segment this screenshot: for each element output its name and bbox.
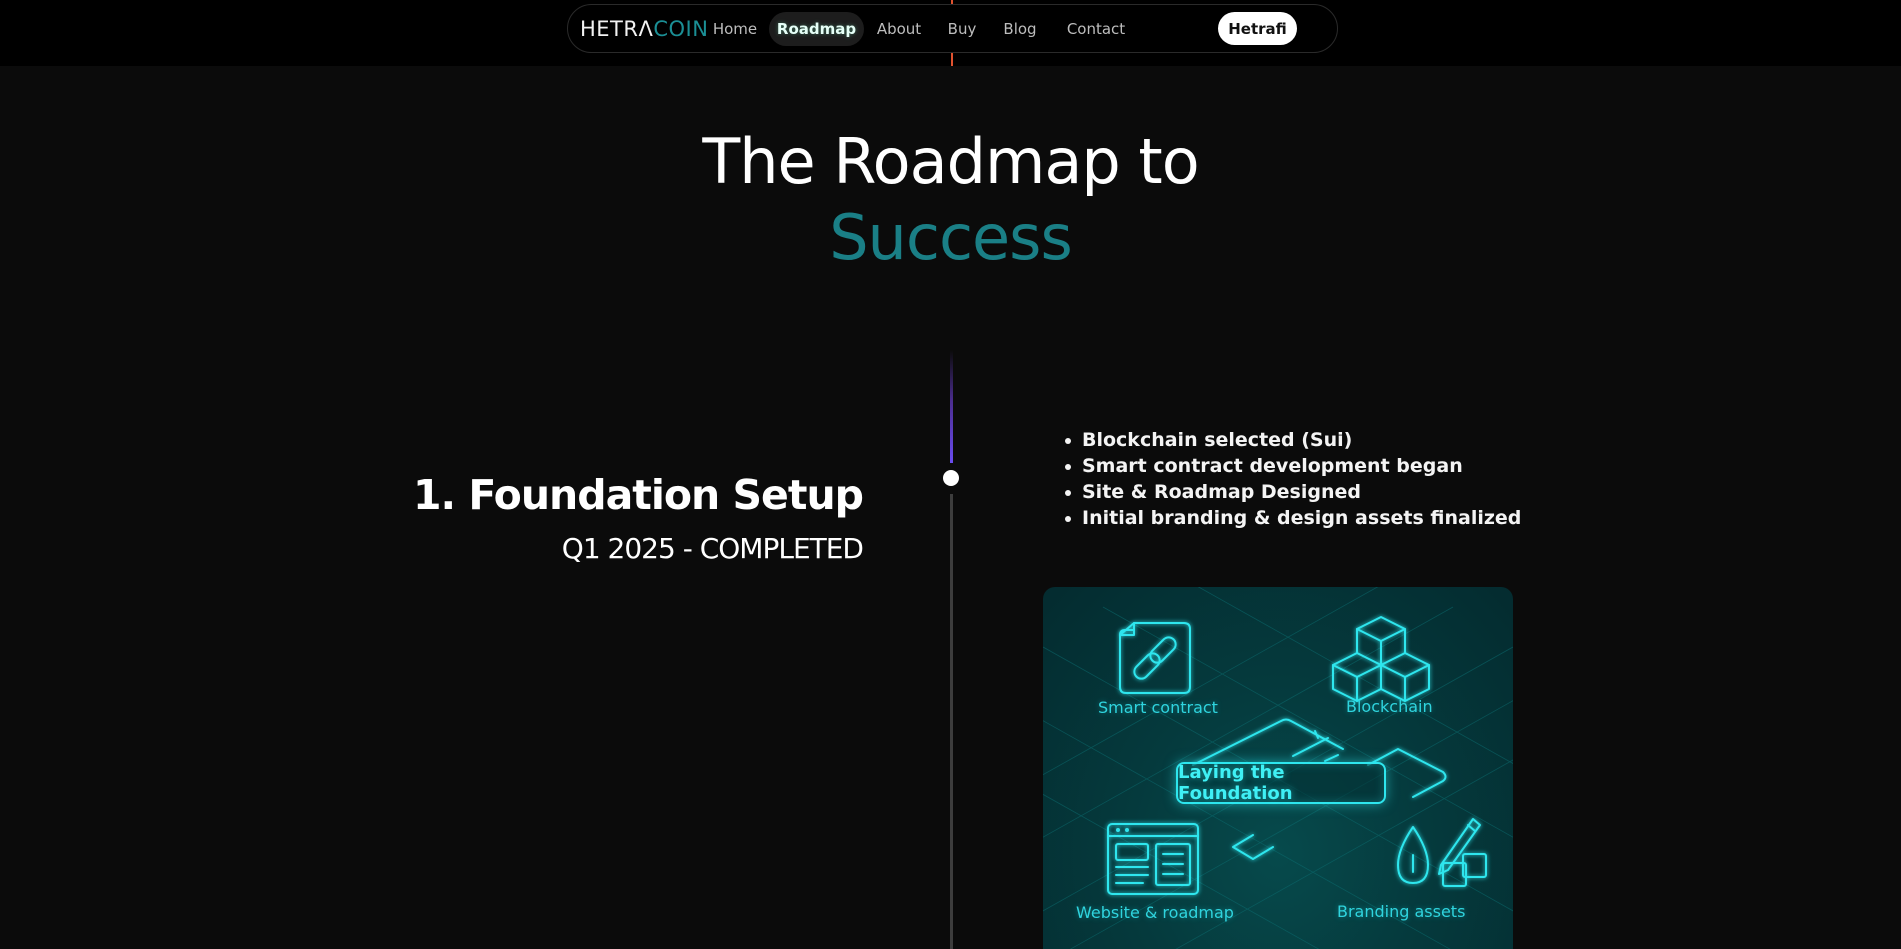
label-blockchain: Blockchain [1346, 697, 1433, 716]
label-smart-contract: Smart contract [1098, 698, 1218, 717]
website-icon [1107, 823, 1199, 895]
title-line-1: The Roadmap to [702, 125, 1199, 198]
blockchain-icon [1332, 616, 1430, 702]
milestone-item: Initial branding & design assets finaliz… [1064, 507, 1522, 529]
timeline-marker [943, 470, 959, 486]
smart-contract-icon [1119, 622, 1191, 694]
nav-buy[interactable]: Buy [947, 20, 977, 38]
foundation-illustration: Smart contract Blockchain Laying the Fou… [1043, 587, 1513, 949]
milestone-item: Blockchain selected (Sui) [1064, 427, 1521, 453]
label-branding-assets: Branding assets [1337, 902, 1466, 921]
milestone-item: Smart contract development began [1064, 453, 1521, 479]
nav-blog[interactable]: Blog [1003, 20, 1037, 38]
grid-pattern [1043, 587, 1513, 949]
nav-home[interactable]: Home [712, 20, 758, 38]
nav-contact[interactable]: Contact [1066, 20, 1126, 38]
illustration-center-badge: Laying the Foundation [1176, 762, 1386, 804]
timeline-line [950, 494, 953, 949]
title-line-2: Success [829, 201, 1073, 274]
site-header: HETRΛCOIN Home Roadmap About Buy Blog Co… [0, 0, 1901, 66]
nav-roadmap[interactable]: Roadmap [769, 12, 864, 46]
milestone-item: Site & Roadmap Designed [1064, 479, 1521, 505]
branding-icon [1397, 818, 1487, 887]
illustration-graphics [1043, 587, 1513, 949]
page-title: The Roadmap to Success [0, 124, 1901, 276]
phase-milestones: Blockchain selected (Sui) Smart contract… [1064, 427, 1522, 531]
phase-status: Q1 2025 - COMPLETED [561, 532, 864, 565]
phase-title: 1. Foundation Setup [412, 471, 864, 519]
logo-text-primary: HETRΛ [580, 17, 654, 41]
timeline-progress [950, 350, 953, 463]
logo[interactable]: HETRΛCOIN [580, 17, 708, 41]
label-website-roadmap: Website & roadmap [1076, 903, 1234, 922]
hetrafi-button[interactable]: Hetrafi [1218, 12, 1297, 45]
main-nav: HETRΛCOIN Home Roadmap About Buy Blog Co… [567, 4, 1338, 53]
logo-text-accent: COIN [653, 17, 709, 41]
platform-outline [1192, 718, 1447, 860]
nav-about[interactable]: About [876, 20, 922, 38]
